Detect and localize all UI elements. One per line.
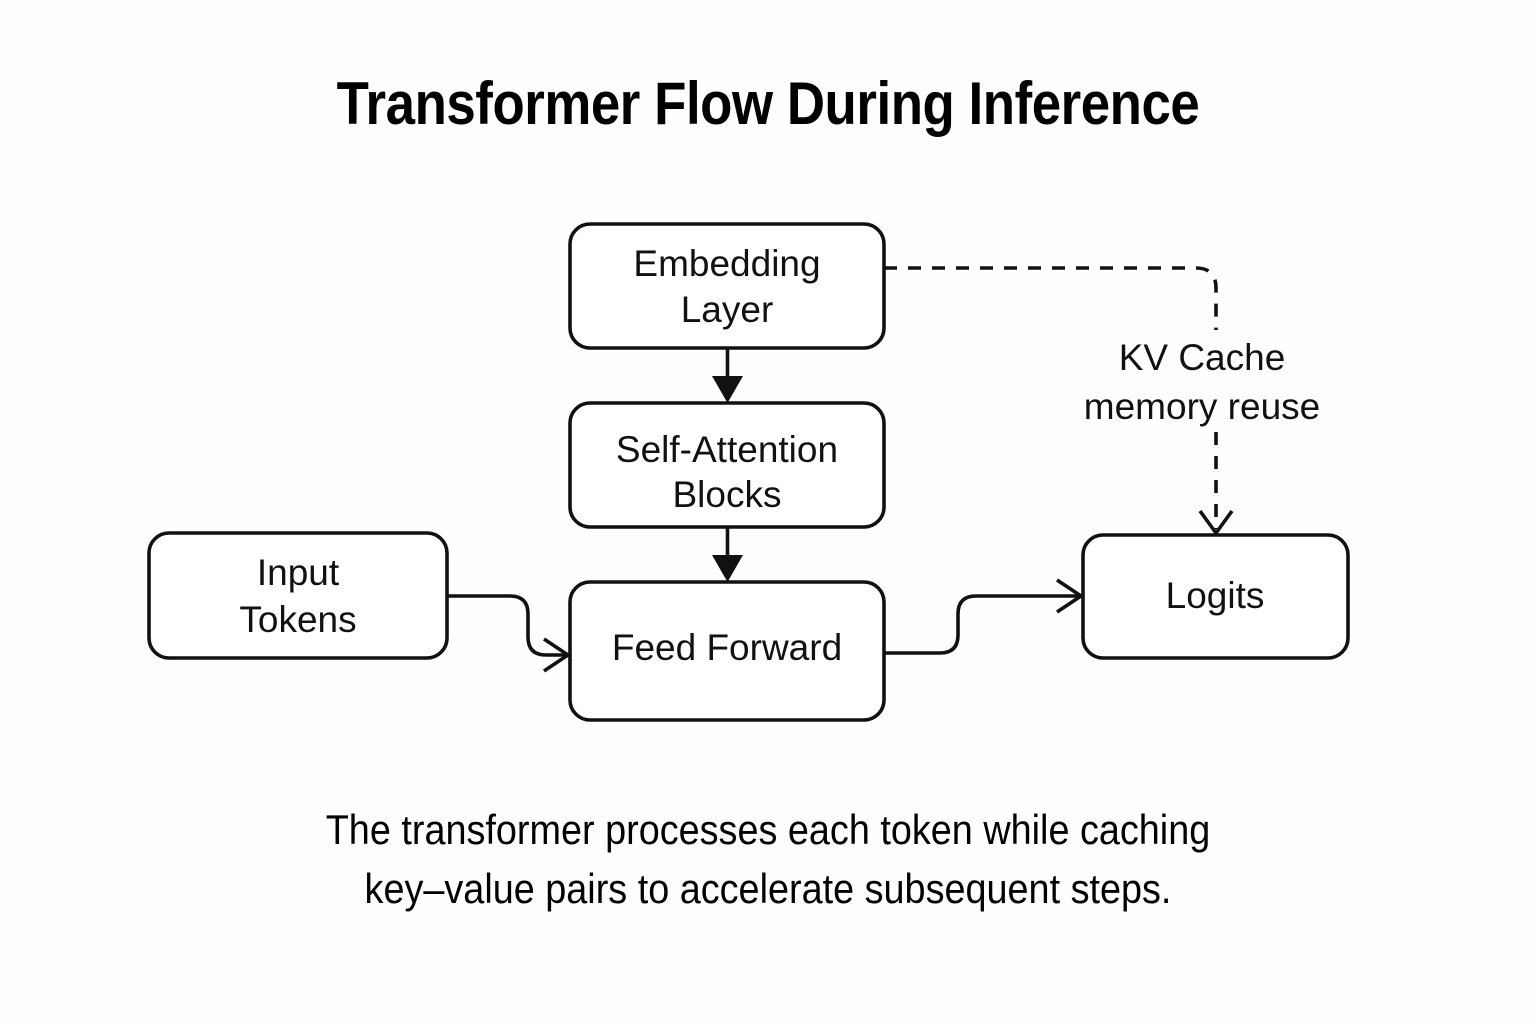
node-self-attention-blocks-box[interactable] bbox=[568, 401, 886, 529]
node-self-attention-blocks-label-line2: Blocks bbox=[673, 474, 782, 515]
node-input-tokens-box[interactable] bbox=[147, 531, 449, 660]
node-feed-forward[interactable]: Feed Forward bbox=[568, 580, 886, 722]
edge-label-kv-cache-line1: KV Cache bbox=[1119, 337, 1286, 378]
edge-label-kv-cache-line2: memory reuse bbox=[1084, 386, 1320, 427]
caption-line-1: The transformer processes each token whi… bbox=[325, 806, 1211, 853]
caption: The transformer processes each token whi… bbox=[77, 800, 1459, 918]
edge-feed-forward-to-logits bbox=[884, 578, 1085, 655]
node-input-tokens-label-line1: Input bbox=[257, 552, 340, 593]
node-input-tokens-label-line2: Tokens bbox=[239, 599, 356, 640]
node-embedding-layer[interactable]: Embedding Layer bbox=[568, 222, 886, 350]
edge-input-tokens-to-feed-forward bbox=[447, 594, 572, 673]
node-self-attention-blocks[interactable]: Self-Attention Blocks bbox=[568, 401, 886, 529]
node-embedding-layer-label-line1: Embedding bbox=[633, 243, 820, 284]
node-embedding-layer-box[interactable] bbox=[568, 222, 886, 350]
edge-self-attention-to-feed-forward bbox=[712, 527, 743, 582]
node-self-attention-blocks-label-line1: Self-Attention bbox=[616, 429, 838, 470]
edge-embedding-to-logits-kv-cache bbox=[884, 266, 1234, 537]
node-logits[interactable]: Logits bbox=[1081, 533, 1350, 660]
edge-embedding-to-self-attention bbox=[712, 348, 743, 403]
node-logits-box[interactable] bbox=[1081, 533, 1350, 660]
node-input-tokens[interactable]: Input Tokens bbox=[147, 531, 449, 660]
caption-line-2: key–value pairs to accelerate subsequent… bbox=[364, 865, 1172, 912]
page-title: Transformer Flow During Inference bbox=[336, 70, 1200, 137]
node-logits-label: Logits bbox=[1166, 575, 1265, 616]
node-embedding-layer-label-line2: Layer bbox=[681, 289, 774, 330]
node-feed-forward-label: Feed Forward bbox=[612, 627, 842, 668]
node-feed-forward-box[interactable] bbox=[568, 580, 886, 722]
